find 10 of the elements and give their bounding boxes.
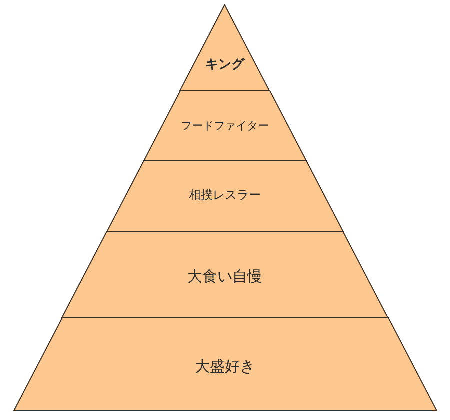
- pyramid-level: [144, 91, 306, 161]
- pyramid-level: [62, 232, 388, 318]
- pyramid-level: [106, 161, 344, 232]
- level-label: 大食い自慢: [187, 270, 262, 284]
- level-label: 大盛好き: [195, 360, 255, 374]
- pyramid-level: [180, 5, 270, 91]
- level-label: キング: [205, 58, 244, 72]
- level-label: フードファイター: [180, 120, 269, 132]
- level-label: 相撲レスラー: [188, 189, 261, 201]
- pyramid-level: [14, 318, 436, 411]
